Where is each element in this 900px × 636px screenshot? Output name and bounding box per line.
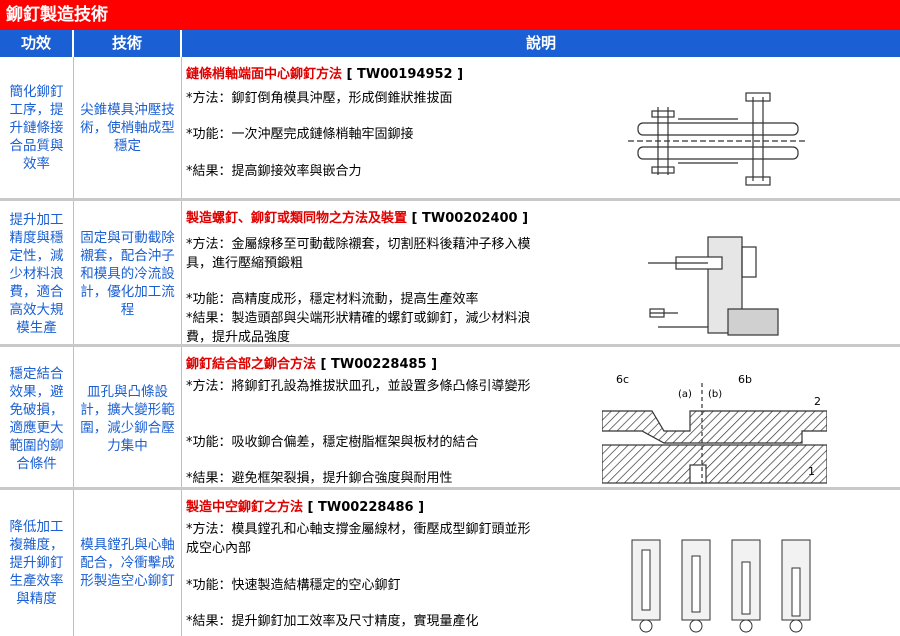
hollow-rivet-figure — [631, 539, 811, 633]
technique-cell: 尖錐模具沖壓技術，使梢軸成型穩定 — [74, 57, 182, 198]
patent-title: 鏈條梢軸端面中心鉚釘方法 — [186, 67, 343, 82]
description-cell: 製造螺釘、鉚釘或類同物之方法及裝置 [ TW00202400 ] *方法：金屬線… — [182, 201, 900, 347]
result-text: *結果：避免框架裂損，提升鉚合強度與耐用性 — [186, 471, 453, 486]
patent-number: [ TW00194952 ] — [346, 67, 464, 82]
patent-title: 鉚釘結合部之鉚合方法 — [186, 357, 317, 372]
effect-cell: 穩定結合效果，避免破損，適應更大範圍的鉚合條件 — [0, 347, 74, 490]
table-row: 提升加工精度與穩定性，減少材料浪費，適合高效大規模生產 固定與可動截除襯套，配合… — [0, 198, 900, 347]
table-row: 降低加工複雜度，提升鉚釘生產效率與精度 模具鏜孔與心軸配合，冷衝擊成形製造空心鉚… — [0, 487, 900, 636]
table-row: 穩定結合效果，避免破損，適應更大範圍的鉚合條件 皿孔與凸條設計，擴大變形範圍，減… — [0, 344, 900, 490]
effect-cell: 降低加工複雜度，提升鉚釘生產效率與精度 — [0, 490, 74, 636]
function-text: *功能：一次沖壓完成鏈條梢軸牢固鉚接 — [186, 127, 414, 142]
header-technique: 技術 — [74, 30, 182, 57]
function-text: *功能：吸收鉚合偏差，穩定樹脂框架與板材的結合 — [186, 435, 479, 450]
heading-machine-figure — [648, 236, 779, 336]
method-text: *方法：將鉚釘孔設為推拔狀皿孔，並設置多條凸條引導變形 — [186, 379, 531, 394]
table-row: 簡化鉚釘工序，提升鏈條接合品質與效率 尖錐模具沖壓技術，使梢軸成型穩定 鏈條梢軸… — [0, 57, 900, 198]
function-text: *功能：高精度成形，穩定材料流動，提高生產效率 — [186, 292, 479, 307]
figure-label: 6b — [738, 373, 752, 386]
patent-heading: 製造中空鉚釘之方法 [ TW00228486 ] — [186, 496, 424, 515]
result-text: *結果：製造頭部與尖端形狀精確的螺釘或鉚釘，減少材料浪費，提升成品強度 — [186, 311, 531, 345]
method-text: *方法：鉚釘倒角模具沖壓，形成倒錐狀推拔面 — [186, 91, 453, 106]
figure-label: 1 — [808, 465, 815, 478]
rivet-joint-figure: 6c (a) (b) 6b 2 1 — [602, 373, 827, 484]
chain-pin-figure — [628, 92, 808, 186]
function-text: *功能：快速製造結構穩定的空心鉚釘 — [186, 578, 401, 593]
figure-label: (b) — [708, 389, 722, 400]
technique-cell: 皿孔與凸條設計，擴大變形範圍，減少鉚合壓力集中 — [74, 347, 182, 490]
description-cell: 鏈條梢軸端面中心鉚釘方法 [ TW00194952 ] *方法：鉚釘倒角模具沖壓… — [182, 57, 900, 198]
page-title: 鉚釘製造技術 — [0, 0, 900, 30]
technique-cell: 模具鏜孔與心軸配合，冷衝擊成形製造空心鉚釘 — [74, 490, 182, 636]
method-text: *方法：金屬線移至可動截除襯套，切割胚料後藉沖子移入模具，進行壓縮預鍛粗 — [186, 237, 531, 271]
patent-heading: 鉚釘結合部之鉚合方法 [ TW00228485 ] — [186, 353, 437, 372]
method-text: *方法：模具鏜孔和心軸支撐金屬線材，衝壓成型鉚釘頭並形成空心內部 — [186, 522, 531, 556]
effect-cell: 提升加工精度與穩定性，減少材料浪費，適合高效大規模生產 — [0, 201, 74, 347]
patent-title: 製造中空鉚釘之方法 — [186, 500, 304, 515]
result-text: *結果：提高鉚接效率與嵌合力 — [186, 164, 362, 179]
header-effect: 功效 — [0, 30, 74, 57]
figure-label: 6c — [616, 373, 629, 386]
result-text: *結果：提升鉚釘加工效率及尺寸精度，實現量產化 — [186, 614, 479, 629]
description-cell: 鉚釘結合部之鉚合方法 [ TW00228485 ] *方法：將鉚釘孔設為推拔狀皿… — [182, 347, 900, 490]
figure-label: (a) — [678, 389, 692, 400]
patent-title: 製造螺釘、鉚釘或類同物之方法及裝置 — [186, 211, 408, 226]
figure-label: 2 — [814, 395, 821, 408]
effect-cell: 簡化鉚釘工序，提升鏈條接合品質與效率 — [0, 57, 74, 198]
patent-number: [ TW00202400 ] — [411, 211, 529, 226]
description-cell: 製造中空鉚釘之方法 [ TW00228486 ] *方法：模具鏜孔和心軸支撐金屬… — [182, 490, 900, 636]
patent-heading: 製造螺釘、鉚釘或類同物之方法及裝置 [ TW00202400 ] — [186, 207, 528, 226]
patent-number: [ TW00228485 ] — [320, 357, 438, 372]
patent-heading: 鏈條梢軸端面中心鉚釘方法 [ TW00194952 ] — [186, 63, 463, 82]
technique-cell: 固定與可動截除襯套，配合沖子和模具的冷流設計，優化加工流程 — [74, 201, 182, 347]
patent-number: [ TW00228486 ] — [307, 500, 425, 515]
header-description: 說明 — [182, 30, 900, 57]
